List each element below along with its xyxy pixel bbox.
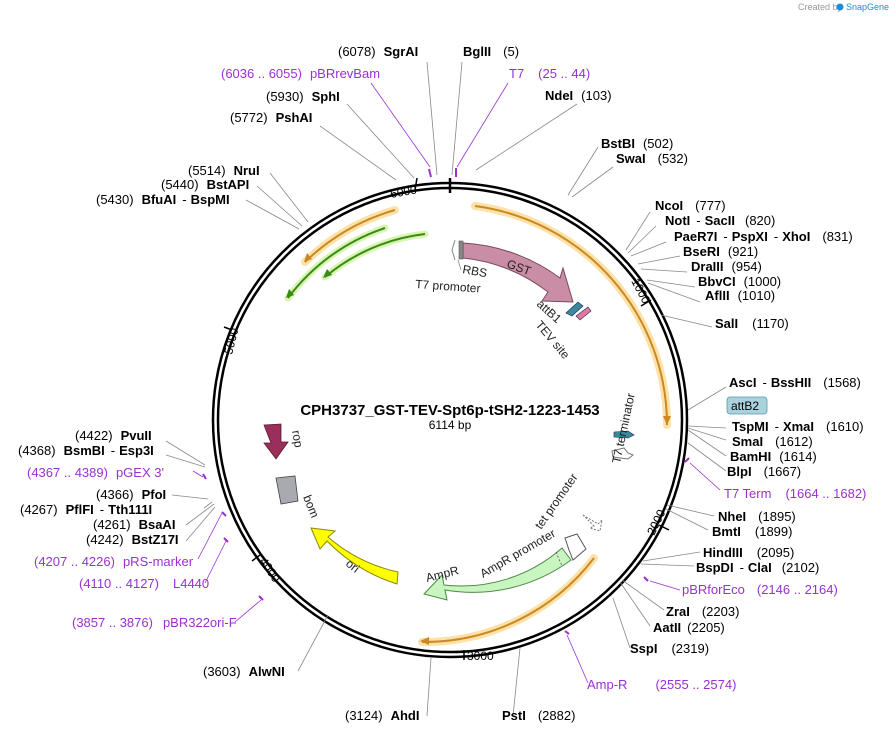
feature-tev-site xyxy=(575,306,592,321)
site-bamhi: BamHI(1614) xyxy=(730,449,817,464)
site-psti: PstI(2882) xyxy=(502,708,575,723)
label-tet-promoter: tet promoter xyxy=(532,471,581,532)
label-t7-promoter: T7 promoter xyxy=(415,277,481,296)
primer-l4440: (4110 .. 4127)L4440 xyxy=(79,576,209,591)
orf2-arc-inner xyxy=(321,230,429,281)
site-bstapi: (5440)BstAPI xyxy=(161,177,249,192)
site-draiii: DraIII(954) xyxy=(691,259,762,274)
snapgene-icon xyxy=(836,3,844,11)
site-sphi: (5930)SphI xyxy=(266,89,340,104)
primer-marks xyxy=(202,168,690,635)
site-bstbi: BstBI(502) xyxy=(601,136,673,151)
primer-pbrforeco: pBRforEco(2146 .. 2164) xyxy=(682,582,838,597)
site-sgrai: (6078)SgrAI xyxy=(338,44,418,59)
tick-4000: 4000 xyxy=(257,555,284,585)
plasmid-size: 6114 bp xyxy=(429,418,472,432)
site-pflfi: (4267)PflFI-Tth111I xyxy=(20,502,152,517)
site-asci: AscI-BssHII(1568) xyxy=(729,375,861,390)
label-attb2: attB2 xyxy=(731,399,759,413)
site-bspdi: BspDI-ClaI(2102) xyxy=(696,560,819,575)
site-bbvci: BbvCI(1000) xyxy=(698,274,781,289)
backbone xyxy=(211,178,689,659)
primer-t7-term: T7 Term(1664 .. 1682) xyxy=(724,486,866,501)
label-rbs: RBS xyxy=(461,262,488,280)
site-bsaai: (4261)BsaAI xyxy=(93,517,175,532)
site-bseri: BseRI(921) xyxy=(683,244,758,259)
label-t7-terminator: T7 terminator xyxy=(609,392,638,465)
site-alwni: (3603)AlwNI xyxy=(203,664,285,679)
tick-6000: 6000 xyxy=(389,182,418,200)
feature-gst xyxy=(462,242,574,303)
feature-ampr xyxy=(423,547,572,601)
label-rop: rop xyxy=(289,429,306,449)
site-smai: SmaI(1612) xyxy=(732,434,813,449)
site-zrai: ZraI(2203) xyxy=(666,604,739,619)
attb2-badge xyxy=(726,396,768,415)
credit-brand: SnapGene xyxy=(846,2,889,12)
site-pvuii: (4422)PvuII xyxy=(75,428,152,443)
site-bstz17i: (4242)BstZ17I xyxy=(86,532,179,547)
site-pshai: (5772)PshAI xyxy=(230,110,312,125)
feature-t7-terminator xyxy=(611,447,634,460)
primer-pbrrevbam: (6036 .. 6055)pBRrevBam xyxy=(221,66,380,81)
site-ahdi: (3124)AhdI xyxy=(345,708,419,723)
feature-bom xyxy=(275,475,299,505)
site-hindiii: HindIII(2095) xyxy=(703,545,794,560)
primer-pbr322ori-f: (3857 .. 3876)pBR322ori-F xyxy=(72,615,237,630)
site-pfoi: (4366)PfoI xyxy=(96,487,166,502)
site-blpi: BlpI(1667) xyxy=(727,464,801,479)
site-bsmbi: (4368)BsmBI-Esp3I xyxy=(18,443,154,458)
credit-text: Created by xyxy=(798,2,843,12)
orf-arc-top-left xyxy=(301,206,399,266)
site-bglii: BglII(5) xyxy=(463,44,519,59)
primer-pgex3: (4367 .. 4389)pGEX 3' xyxy=(27,465,164,480)
feature-t7-promoter xyxy=(451,239,456,261)
site-ndei: NdeI(103) xyxy=(545,88,612,103)
primer-t7: T7(25 .. 44) xyxy=(509,66,590,81)
feature-ampr-promoter xyxy=(564,533,587,561)
site-ncoi: NcoI(777) xyxy=(655,198,726,213)
primer-amp-r: Amp-R(2555 .. 2574) xyxy=(587,677,736,692)
site-nrui: (5514)NruI xyxy=(188,163,260,178)
feature-attb1 xyxy=(565,301,584,317)
plasmid-name: CPH3737_GST-TEV-Spt6p-tSH2-1223-1453 xyxy=(300,402,599,419)
tick-5000: 5000 xyxy=(221,326,241,356)
site-nhei: NheI(1895) xyxy=(718,509,796,524)
site-tspmi: TspMI-XmaI(1610) xyxy=(732,419,864,434)
orf-arcs xyxy=(284,202,671,647)
site-sspi: SspI(2319) xyxy=(630,641,709,656)
site-sali: SalI(1170) xyxy=(715,316,789,331)
feature-tet-promoter xyxy=(582,514,603,532)
site-aatii: AatII(2205) xyxy=(653,620,725,635)
feature-ori xyxy=(310,527,399,585)
feature-rop xyxy=(263,423,289,460)
primer-leaders xyxy=(192,82,721,684)
site-noti: NotI-SacII(820) xyxy=(665,213,775,228)
feature-rbs xyxy=(458,240,464,260)
site-aflii: AflII(1010) xyxy=(705,288,775,303)
label-tev-site: TEV site xyxy=(533,318,573,362)
primer-prs-marker: (4207 .. 4226)pRS-marker xyxy=(34,554,194,569)
feature-attb2-arrow xyxy=(613,430,635,439)
leader-lines xyxy=(165,61,727,717)
site-swai: SwaI(532) xyxy=(616,151,688,166)
label-bom: bom xyxy=(300,493,322,520)
tick-3000: 3000 xyxy=(467,649,494,663)
site-bfuai: (5430)BfuAI-BspMI xyxy=(96,192,230,207)
site-bmti: BmtI(1899) xyxy=(712,524,792,539)
site-paer7i: PaeR7I-PspXI-XhoI(831) xyxy=(674,229,853,244)
